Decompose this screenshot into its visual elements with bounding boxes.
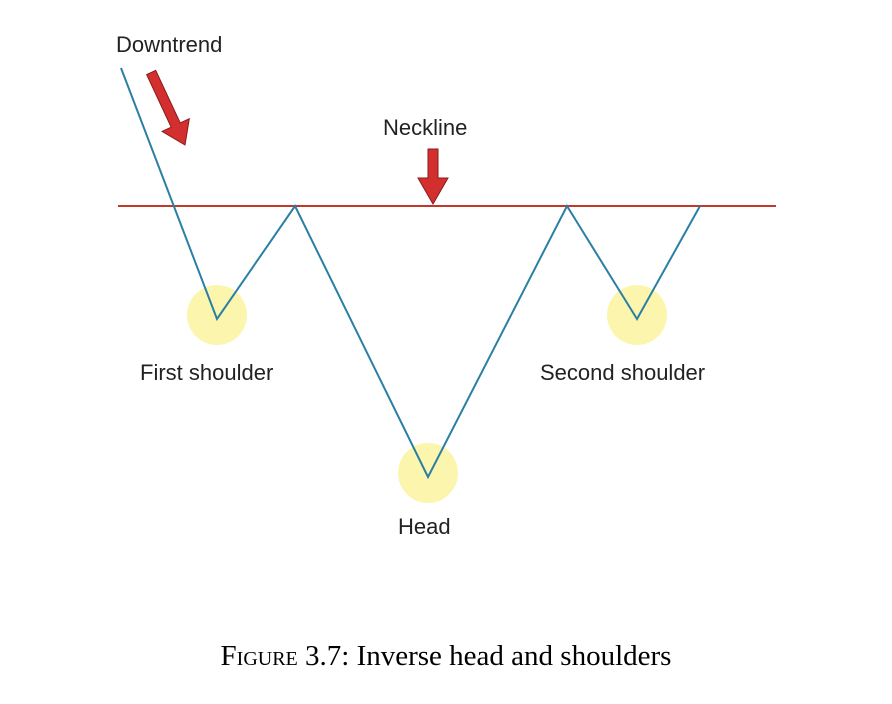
second-shoulder-highlight [607, 285, 667, 345]
price-line [120, 67, 701, 480]
first-shoulder-highlight [187, 285, 247, 345]
head-highlight [398, 443, 458, 503]
figure-caption: Figure 3.7: Inverse head and shoulders [0, 642, 892, 671]
caption-title: 3.7: Inverse head and shoulders [297, 640, 672, 672]
neckline-label: Neckline [383, 115, 468, 140]
downtrend-label: Downtrend [116, 32, 223, 57]
down-arrow-icon [417, 148, 449, 206]
head-label: Head [398, 514, 451, 539]
first-shoulder-label: First shoulder [140, 360, 274, 385]
second-shoulder-label: Second shoulder [540, 360, 706, 385]
downtrend-arrow-icon [145, 69, 190, 146]
caption-figure-word: Figure [220, 640, 298, 672]
